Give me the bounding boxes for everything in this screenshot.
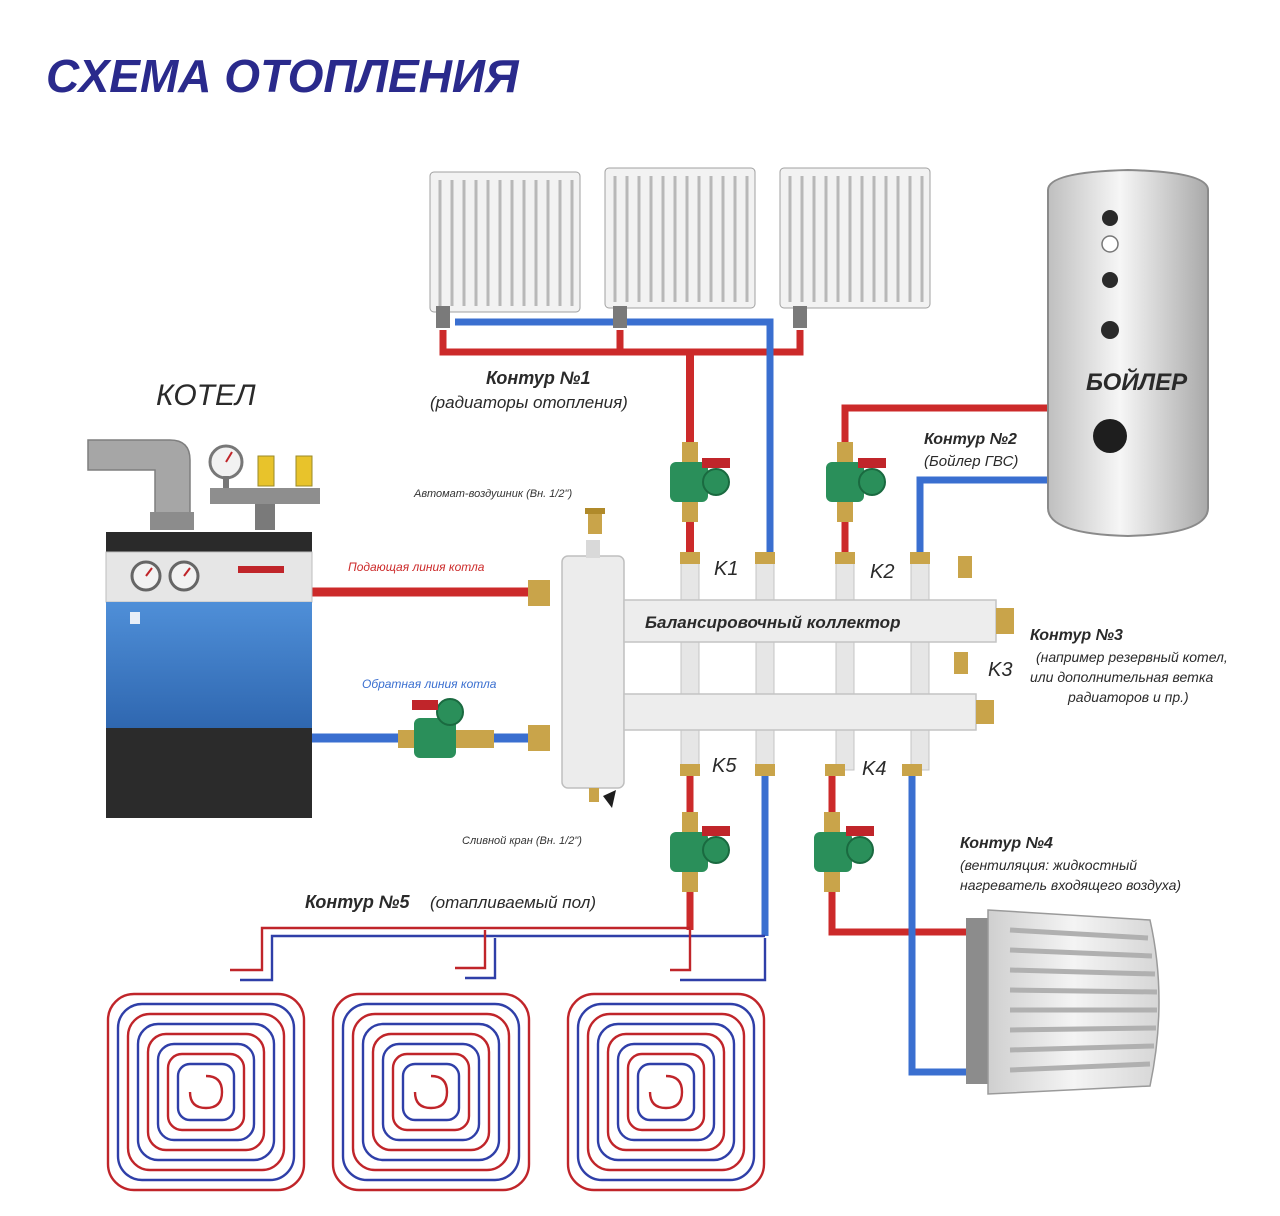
port-k5: K5 (712, 755, 737, 777)
hydraulic-separator (561, 508, 625, 808)
floor-loop-feeds (230, 926, 767, 982)
radiator-1 (429, 171, 581, 313)
pump-return (398, 698, 494, 758)
circuit-4-pipes (828, 770, 970, 1076)
return-line-label: Обратная линия котла (362, 677, 497, 691)
circuit-5-title: Контур №5 (305, 892, 410, 912)
circuit-2-desc: (Бойлер ГВС) (924, 453, 1018, 470)
air-heater (966, 909, 1160, 1095)
boiler-supply-pipe (312, 580, 550, 606)
circuit-4-title: Контур №4 (960, 835, 1053, 852)
port-k1: K1 (714, 558, 738, 580)
pump-k4 (814, 812, 874, 892)
supply-line-label: Подающая линия котла (348, 560, 485, 574)
circuit-3-title: Контур №3 (1030, 627, 1123, 644)
circuit-2-title: Контур №2 (924, 431, 1017, 448)
pump-k5 (670, 812, 730, 892)
circuit-3-desc-line-2: или дополнительная ветка (1030, 669, 1213, 685)
radiator-2 (604, 167, 756, 309)
port-k3: K3 (988, 659, 1012, 681)
balancing-manifold (623, 552, 1014, 776)
port-k4: K4 (862, 758, 886, 780)
circuit-3-desc-line-1: (например резервный котел, (1036, 649, 1228, 665)
circuit-1-desc: (радиаторы отопления) (430, 393, 628, 412)
drain-valve-label: Сливной кран (Вн. 1/2") (462, 835, 582, 847)
manifold-label: Балансировочный коллектор (645, 613, 900, 632)
circuit-4-desc-line-2: нагреватель входящего воздуха) (960, 877, 1181, 893)
floor-loop-3 (566, 992, 766, 1192)
boiler (87, 439, 320, 818)
circuit-1-title: Контур №1 (486, 368, 590, 388)
boiler-label: КОТЕЛ (156, 379, 256, 412)
circuit-3-desc-line-3: радиаторов и пр.) (1067, 689, 1189, 705)
pump-k1 (670, 442, 730, 522)
circuit-1-pipes (439, 318, 804, 560)
hot-water-tank (1047, 168, 1209, 538)
page-title: СХЕМА ОТОПЛЕНИЯ (46, 50, 520, 102)
pump-k2 (826, 442, 886, 522)
circuit-4-desc-line-1: (вентиляция: жидкостный (960, 857, 1137, 873)
circuit-5-desc: (отапливаемый пол) (430, 893, 596, 912)
tank-label: БОЙЛЕР (1086, 367, 1188, 396)
radiators (429, 167, 931, 328)
radiator-3 (779, 167, 931, 309)
port-k2: K2 (870, 561, 894, 583)
floor-loop-2 (331, 992, 531, 1192)
air-vent-label: Автомат-воздушник (Вн. 1/2") (413, 488, 572, 500)
floor-loop-1 (106, 992, 306, 1192)
